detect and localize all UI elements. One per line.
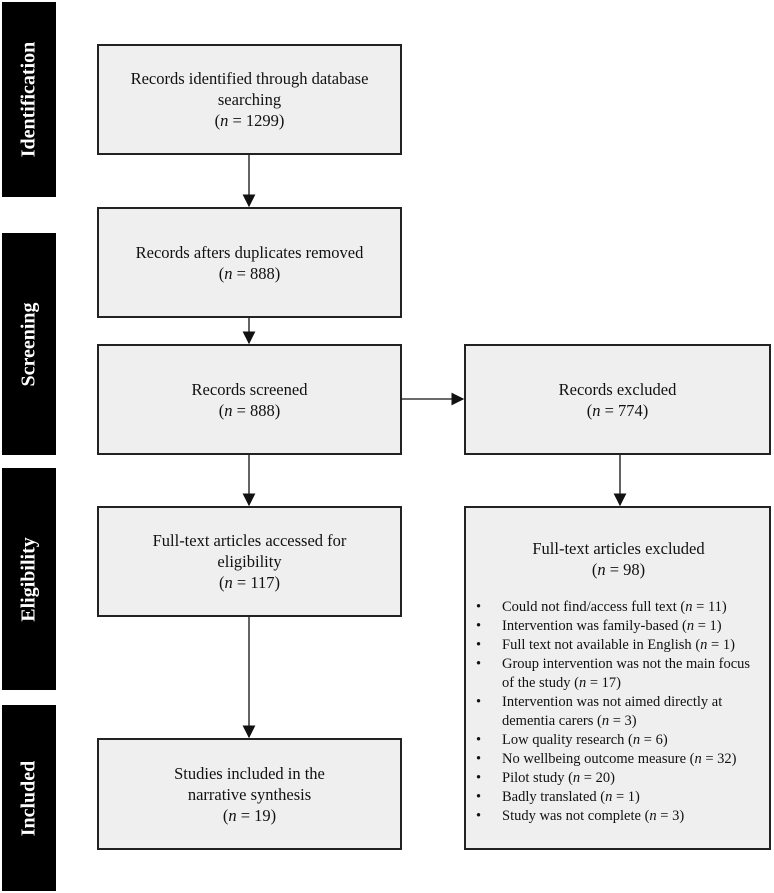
exclusion-reason: No wellbeing outcome measure (n = 32) bbox=[474, 750, 763, 769]
stage-screening: Screening bbox=[2, 233, 56, 455]
exclusion-reason: Low quality research (n = 6) bbox=[474, 731, 763, 750]
exclusion-reason: Study was not complete (n = 3) bbox=[474, 807, 763, 826]
stage-identification: Identification bbox=[2, 2, 56, 197]
box-records-screened: Records screened (n = 888) bbox=[97, 344, 402, 455]
stage-included: Included bbox=[2, 705, 56, 891]
box-count: (n = 117) bbox=[219, 573, 280, 592]
box-count: (n = 888) bbox=[218, 263, 281, 283]
box-count: (n = 1299) bbox=[214, 111, 285, 130]
box-count: (n = 98) bbox=[591, 560, 646, 579]
box-count: (n = 888) bbox=[218, 400, 281, 420]
box-label: Full-text articles excluded bbox=[532, 539, 705, 558]
box-label: Records identified through database sear… bbox=[130, 69, 369, 109]
box-records-excluded: Records excluded (n = 774) bbox=[464, 344, 771, 455]
box-label: Records excluded bbox=[558, 379, 677, 399]
exclusion-reason: Intervention was not aimed directly at d… bbox=[474, 693, 763, 731]
box-label: Studies included in the narrative synthe… bbox=[174, 763, 325, 804]
exclusion-reason: Group intervention was not the main focu… bbox=[474, 655, 763, 693]
box-studies-included: Studies included in the narrative synthe… bbox=[97, 738, 402, 850]
box-records-identified: Records identified through database sear… bbox=[97, 44, 402, 155]
box-label: Records screened bbox=[191, 379, 308, 399]
box-count: (n = 774) bbox=[586, 400, 649, 420]
box-fulltext-excluded: Full-text articles excluded (n = 98) Cou… bbox=[464, 506, 771, 850]
exclusion-reason: Intervention was family-based (n = 1) bbox=[474, 617, 763, 636]
box-duplicates-removed: Records afters duplicates removed (n = 8… bbox=[97, 207, 402, 318]
exclusion-reason: Full text not available in English (n = … bbox=[474, 636, 763, 655]
box-label: Full-text articles accessed for eligibil… bbox=[152, 531, 347, 571]
stage-eligibility: Eligibility bbox=[2, 468, 56, 690]
box-label: Records afters duplicates removed bbox=[135, 242, 364, 262]
exclusion-reason: Could not find/access full text (n = 11) bbox=[474, 598, 763, 617]
box-count: (n = 19) bbox=[222, 805, 277, 825]
exclusion-reason: Badly translated (n = 1) bbox=[474, 788, 763, 807]
box-fulltext-assessed: Full-text articles accessed for eligibil… bbox=[97, 506, 402, 617]
exclusion-reason: Pilot study (n = 20) bbox=[474, 769, 763, 788]
exclusion-reasons-list: Could not find/access full text (n = 11)… bbox=[474, 598, 763, 826]
